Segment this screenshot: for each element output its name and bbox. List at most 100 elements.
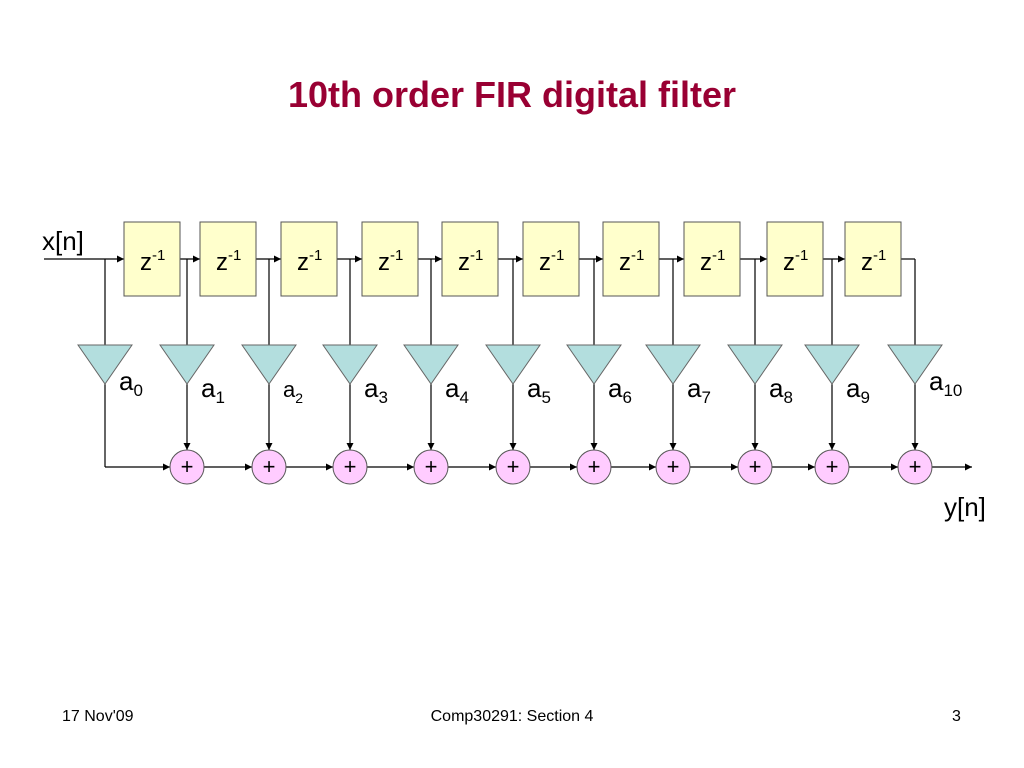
delay-box xyxy=(441,221,499,297)
gain-triangle xyxy=(887,344,943,385)
delay-base: z xyxy=(619,249,631,276)
gain-triangle xyxy=(159,344,215,385)
coefficient-subscript: 10 xyxy=(943,381,962,400)
gain-block-2: a2 xyxy=(241,344,303,406)
delay-block-4: z-1 xyxy=(361,221,419,297)
gain-triangle xyxy=(645,344,701,385)
footer-page-number: 3 xyxy=(952,708,961,725)
coefficient-label-a9: a9 xyxy=(846,373,870,407)
adder-circle xyxy=(251,449,287,485)
delay-block-1: z-1 xyxy=(123,221,181,297)
coefficient-label-a5: a5 xyxy=(527,373,551,407)
adder-circle xyxy=(413,449,449,485)
delay-base: z xyxy=(140,249,152,276)
delay-label: z-1 xyxy=(378,247,403,276)
delay-base: z xyxy=(458,249,470,276)
delay-exponent: -1 xyxy=(631,247,644,264)
adder-circle xyxy=(495,449,531,485)
signal-wires xyxy=(44,255,972,471)
delay-exponent: -1 xyxy=(873,247,886,264)
coefficient-label-a8: a8 xyxy=(769,373,793,407)
gain-triangle xyxy=(566,344,622,385)
adder-blocks: ++++++++++ xyxy=(169,449,933,485)
delay-box xyxy=(683,221,741,297)
delay-exponent: -1 xyxy=(712,247,725,264)
adder-symbol: + xyxy=(588,454,601,479)
input-label: x[n] xyxy=(42,226,84,256)
coefficient-base: a xyxy=(201,373,216,403)
coefficient-label-a10: a10 xyxy=(929,366,962,400)
delay-block-5: z-1 xyxy=(441,221,499,297)
gain-block-3: a3 xyxy=(322,344,388,407)
adder-symbol: + xyxy=(263,454,276,479)
gain-triangle xyxy=(727,344,783,385)
delay-label: z-1 xyxy=(539,247,564,276)
adder-symbol: + xyxy=(181,454,194,479)
delay-block-7: z-1 xyxy=(602,221,660,297)
gain-block-8: a8 xyxy=(727,344,793,407)
gain-block-5: a5 xyxy=(485,344,551,407)
delay-exponent: -1 xyxy=(551,247,564,264)
adder-circle xyxy=(655,449,691,485)
delay-box xyxy=(844,221,902,297)
delay-box xyxy=(123,221,181,297)
coefficient-label-a3: a3 xyxy=(364,373,388,407)
delay-box xyxy=(199,221,257,297)
adder-7: + xyxy=(655,449,691,485)
footer-course: Comp30291: Section 4 xyxy=(430,708,594,725)
adder-circle xyxy=(169,449,205,485)
delay-base: z xyxy=(378,249,390,276)
adder-symbol: + xyxy=(749,454,762,479)
delay-label: z-1 xyxy=(297,247,322,276)
delay-base: z xyxy=(297,249,309,276)
coefficient-subscript: 9 xyxy=(860,388,869,407)
adder-8: + xyxy=(737,449,773,485)
delay-label: z-1 xyxy=(619,247,644,276)
adder-9: + xyxy=(814,449,850,485)
coefficient-base: a xyxy=(846,373,861,403)
adder-symbol: + xyxy=(425,454,438,479)
delay-exponent: -1 xyxy=(152,247,165,264)
coefficient-subscript: 8 xyxy=(783,388,792,407)
delay-label: z-1 xyxy=(700,247,725,276)
delay-exponent: -1 xyxy=(228,247,241,264)
coefficient-base: a xyxy=(769,373,784,403)
gain-block-6: a6 xyxy=(566,344,632,407)
coefficient-label-a7: a7 xyxy=(687,373,711,407)
adder-circle xyxy=(332,449,368,485)
coefficient-subscript: 1 xyxy=(215,388,224,407)
coefficient-subscript: 5 xyxy=(541,388,550,407)
delay-exponent: -1 xyxy=(795,247,808,264)
delay-box xyxy=(602,221,660,297)
gain-block-7: a7 xyxy=(645,344,711,407)
adder-3: + xyxy=(332,449,368,485)
delay-base: z xyxy=(783,249,795,276)
adder-symbol: + xyxy=(507,454,520,479)
delay-block-10: z-1 xyxy=(844,221,902,297)
coefficient-base: a xyxy=(608,373,623,403)
adder-6: + xyxy=(576,449,612,485)
delay-block-9: z-1 xyxy=(766,221,824,297)
coefficient-label-a6: a6 xyxy=(608,373,632,407)
gain-triangle xyxy=(403,344,459,385)
coefficient-base: a xyxy=(283,377,296,402)
gain-triangle xyxy=(804,344,860,385)
delay-block-6: z-1 xyxy=(522,221,580,297)
adder-symbol: + xyxy=(826,454,839,479)
delay-label: z-1 xyxy=(458,247,483,276)
delay-box xyxy=(280,221,338,297)
delay-exponent: -1 xyxy=(309,247,322,264)
coefficient-subscript: 2 xyxy=(295,390,303,406)
coefficient-label-a2: a2 xyxy=(283,377,303,406)
delay-base: z xyxy=(539,249,551,276)
coefficient-subscript: 3 xyxy=(378,388,387,407)
gain-block-10: a10 xyxy=(887,344,962,400)
adder-symbol: + xyxy=(667,454,680,479)
gain-block-0: a0 xyxy=(77,344,143,400)
gain-triangle xyxy=(485,344,541,385)
gain-block-1: a1 xyxy=(159,344,225,407)
adder-circle xyxy=(737,449,773,485)
coefficient-base: a xyxy=(687,373,702,403)
gain-block-9: a9 xyxy=(804,344,870,407)
